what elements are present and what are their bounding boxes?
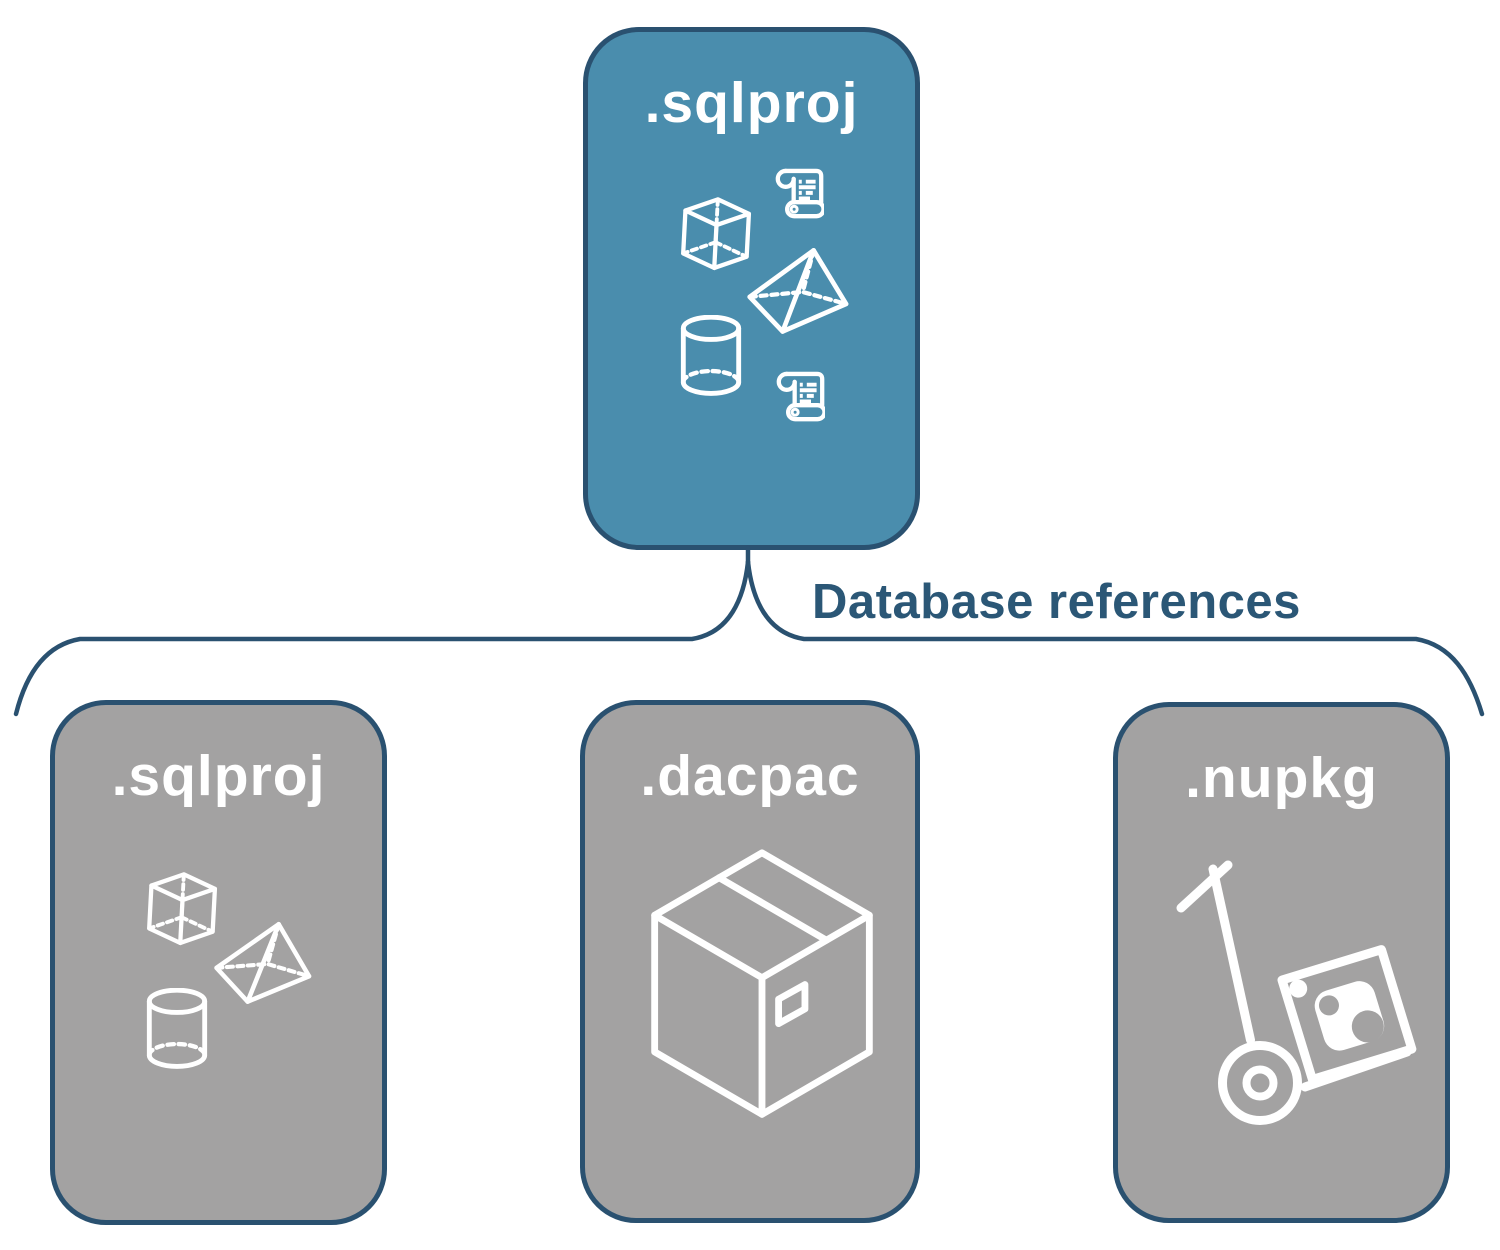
package-box-icon xyxy=(640,845,884,1128)
node-child-sqlproj: .sqlproj xyxy=(50,700,387,1225)
pyramid-icon xyxy=(207,911,321,1015)
cube-icon xyxy=(137,868,227,951)
cylinder-icon xyxy=(143,988,211,1070)
nuget-package xyxy=(1277,945,1417,1084)
scroll-icon xyxy=(768,163,824,219)
node-child-nupkg: .nupkg xyxy=(1113,702,1450,1223)
cube-icon xyxy=(671,193,761,276)
node-label: .dacpac xyxy=(640,744,860,808)
node-child-dacpac: .dacpac xyxy=(580,700,920,1223)
connector-label: Database references xyxy=(812,575,1301,629)
scroll-icon xyxy=(769,366,825,422)
cylinder-icon xyxy=(677,315,745,397)
wheel-icon xyxy=(1218,1041,1302,1125)
handtruck-handle xyxy=(1176,860,1233,913)
node-label: .nupkg xyxy=(1185,746,1378,810)
pyramid-icon xyxy=(741,238,858,345)
handtruck-nuget-icon xyxy=(1158,852,1433,1137)
node-label: .sqlproj xyxy=(111,744,326,808)
node-root-sqlproj: .sqlproj xyxy=(583,27,920,550)
node-label: .sqlproj xyxy=(644,71,859,135)
